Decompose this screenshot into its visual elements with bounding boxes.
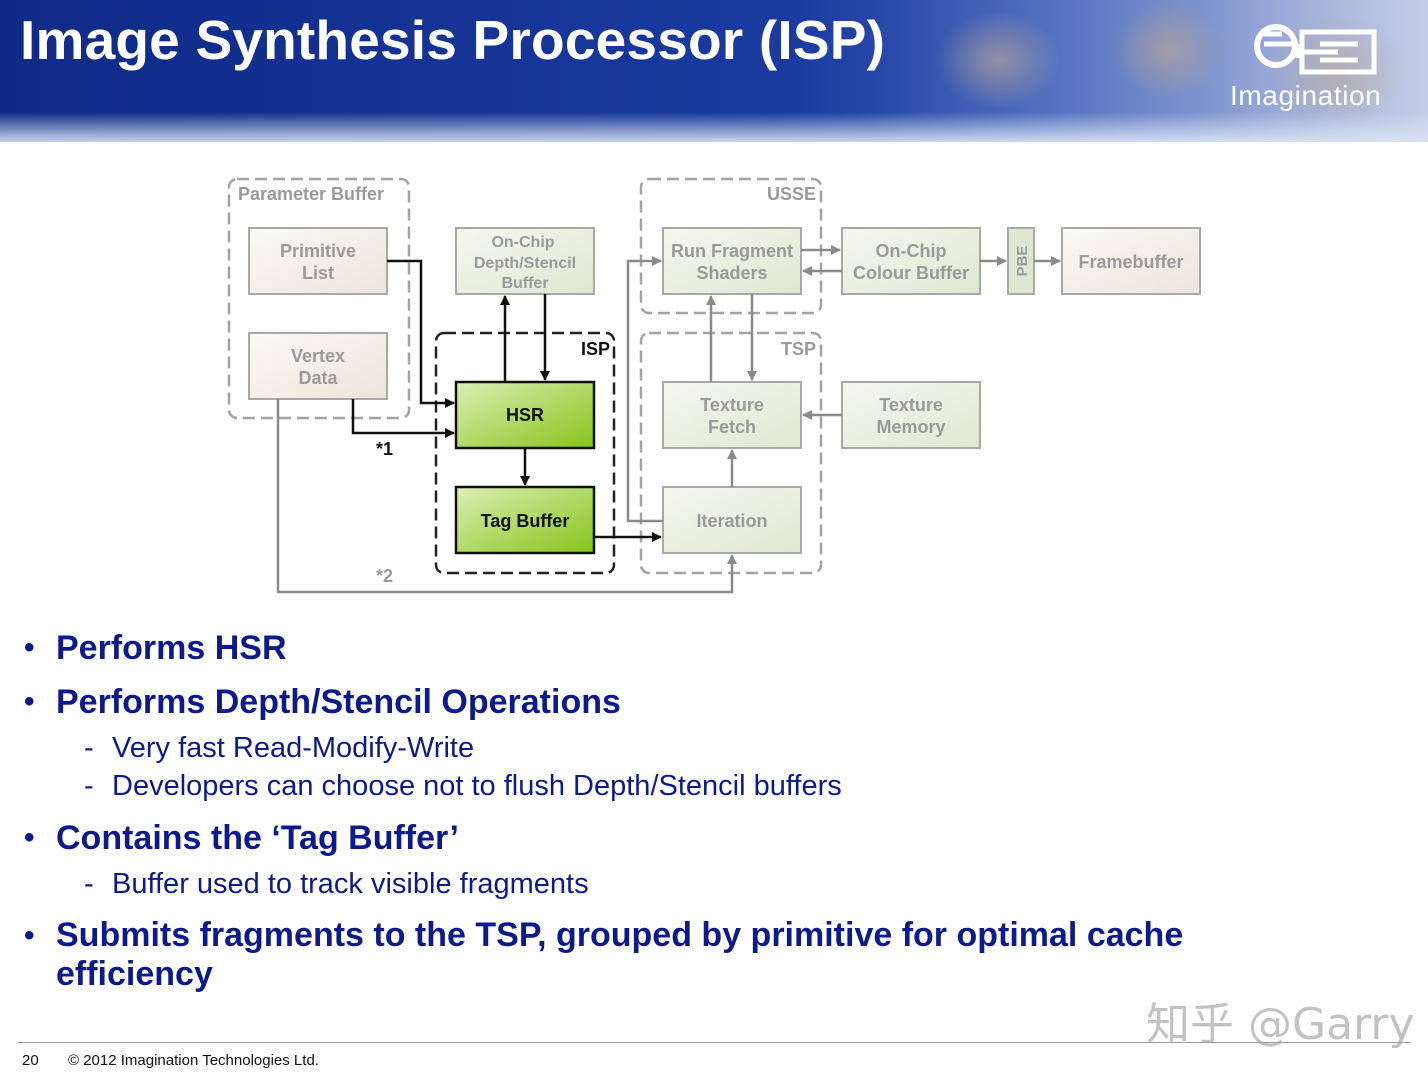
onchip-depth-stencil-buffer-box: On-Chip Depth/Stencil Buffer — [455, 227, 595, 295]
isp-label: ISP — [581, 339, 610, 359]
bullet-list: • Performs HSR • Performs Depth/Stencil … — [24, 628, 1404, 1008]
svg-text:Data: Data — [298, 368, 338, 388]
bullet-item: • Submits fragments to the TSP, grouped … — [24, 916, 1296, 994]
logo-wordmark: Imagination — [1230, 80, 1382, 111]
usse-label: USSE — [767, 184, 816, 204]
black-arrows — [351, 259, 662, 542]
texture-fetch-box: Texture Fetch — [662, 381, 802, 449]
svg-text:PBE: PBE — [1014, 246, 1031, 277]
sub-bullet-marker: - — [84, 770, 94, 802]
svg-text:Texture: Texture — [700, 395, 764, 415]
note-1: *1 — [376, 439, 393, 459]
svg-text:Depth/Stencil: Depth/Stencil — [474, 255, 576, 272]
svg-text:Colour Buffer: Colour Buffer — [853, 263, 969, 283]
sub-bullet-item: - Very fast Read-Modify-Write — [24, 730, 1404, 766]
sub-bullet-item: - Buffer used to track visible fragments — [24, 866, 1404, 902]
onchip-colour-buffer-box: On-Chip Colour Buffer — [841, 227, 981, 295]
bullet-marker: • — [24, 919, 35, 952]
sub-bullet-text: Very fast Read-Modify-Write — [112, 732, 475, 764]
svg-text:Tag Buffer: Tag Buffer — [481, 511, 570, 531]
sub-bullet-item: - Developers can choose not to flush Dep… — [24, 768, 1404, 804]
parameter-buffer-group — [227, 177, 411, 420]
bullet-text: Submits fragments to the TSP, grouped by… — [56, 916, 1184, 993]
svg-text:HSR: HSR — [506, 405, 544, 425]
svg-text:Buffer: Buffer — [501, 275, 548, 292]
usse-group — [639, 177, 823, 315]
bullet-text: Performs Depth/Stencil Operations — [56, 683, 621, 721]
grey-arrows — [276, 245, 1061, 594]
sub-bullet-marker: - — [84, 732, 94, 764]
svg-text:Run Fragment: Run Fragment — [671, 241, 793, 261]
isp-group — [434, 331, 616, 575]
bullet-marker: • — [24, 685, 35, 718]
tsp-label: TSP — [781, 339, 816, 359]
bullet-marker: • — [24, 631, 35, 664]
iteration-box: Iteration — [662, 486, 802, 554]
slide-title: Image Synthesis Processor (ISP) — [20, 9, 886, 71]
zhihu-watermark: 知乎 @Garry — [1146, 999, 1415, 1050]
svg-text:Framebuffer: Framebuffer — [1078, 252, 1183, 272]
slide-header: Image Synthesis Processor (ISP) Imaginat… — [0, 0, 1428, 142]
bullet-text: Performs HSR — [56, 629, 287, 667]
run-fragment-shaders-box: Run Fragment Shaders — [662, 227, 802, 295]
texture-memory-box: Texture Memory — [841, 381, 981, 449]
svg-text:Fetch: Fetch — [708, 417, 756, 437]
pbe-box: PBE — [1007, 227, 1035, 295]
sub-bullet-text: Developers can choose not to flush Depth… — [112, 770, 842, 802]
svg-text:List: List — [302, 263, 334, 283]
bullet-text: Contains the ‘Tag Buffer’ — [56, 819, 459, 857]
sub-bullet-marker: - — [84, 868, 94, 900]
svg-text:Memory: Memory — [876, 417, 945, 437]
bullet-marker: • — [24, 821, 35, 854]
isp-block-diagram: Parameter Buffer USSE ISP TSP Primitive … — [227, 177, 1201, 594]
bullet-item: • Contains the ‘Tag Buffer’ — [24, 818, 1404, 858]
svg-text:Texture: Texture — [879, 395, 943, 415]
sub-bullet-text: Buffer used to track visible fragments — [112, 868, 589, 900]
vertex-data-box: Vertex Data — [248, 332, 388, 400]
svg-text:Primitive: Primitive — [280, 241, 356, 261]
copyright-notice: © 2012 Imagination Technologies Ltd. — [68, 1052, 319, 1069]
svg-text:Shaders: Shaders — [696, 263, 767, 283]
framebuffer-box: Framebuffer — [1061, 227, 1201, 295]
tag-buffer-box: Tag Buffer — [454, 485, 596, 555]
page-number: 20 — [22, 1052, 39, 1069]
footer-divider — [18, 1042, 1410, 1043]
svg-text:On-Chip: On-Chip — [876, 241, 947, 261]
bullet-item: • Performs Depth/Stencil Operations — [24, 682, 1404, 722]
svg-text:Vertex: Vertex — [291, 346, 345, 366]
note-2: *2 — [376, 566, 393, 586]
imagination-logo-icon — [1254, 24, 1377, 75]
primitive-list-box: Primitive List — [248, 227, 388, 295]
parameter-buffer-label: Parameter Buffer — [238, 184, 384, 204]
hsr-box: HSR — [454, 380, 596, 450]
svg-text:Iteration: Iteration — [696, 511, 767, 531]
svg-text:On-Chip: On-Chip — [491, 234, 554, 251]
bullet-item: • Performs HSR — [24, 628, 1404, 668]
